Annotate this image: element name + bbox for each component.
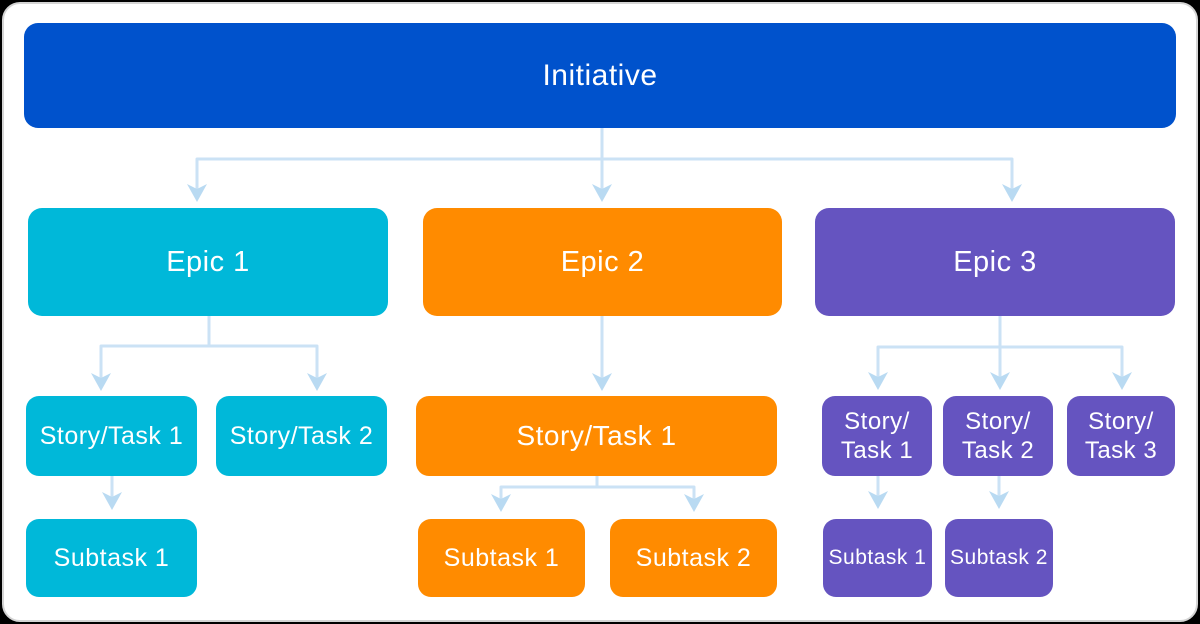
- epic2-story-task-1-node: Story/Task 1: [416, 396, 777, 476]
- epic-3-label: Epic 3: [953, 245, 1037, 278]
- epic3-story-task-3-label: Story/ Task 3: [1084, 407, 1158, 464]
- epic2-subtask-1-node: Subtask 1: [418, 519, 585, 597]
- epic-1-label: Epic 1: [166, 245, 250, 278]
- epic-3-node: Epic 3: [815, 208, 1175, 316]
- epic1-story-task-1-label: Story/Task 1: [39, 421, 184, 450]
- epic1-subtask-1-label: Subtask 1: [53, 543, 170, 572]
- epic3-subtask-2-node: Subtask 2: [945, 519, 1053, 597]
- epic1-story-task-1-node: Story/Task 1: [26, 396, 197, 476]
- epic-2-label: Epic 2: [560, 245, 645, 278]
- epic1-subtask-1-node: Subtask 1: [26, 519, 197, 597]
- initiative-label: Initiative: [542, 58, 658, 92]
- epic2-story-task-1-label: Story/Task 1: [516, 420, 677, 451]
- epic1-story-task-2-label: Story/Task 2: [229, 421, 374, 450]
- epic3-story-task-2-label: Story/ Task 2: [961, 407, 1035, 464]
- epic2-subtask-2-node: Subtask 2: [610, 519, 777, 597]
- epic3-story-task-2-node: Story/ Task 2: [943, 396, 1053, 476]
- epic3-story-task-3-node: Story/ Task 3: [1067, 396, 1175, 476]
- epic2-subtask-2-label: Subtask 2: [635, 543, 752, 572]
- epic3-subtask-1-node: Subtask 1: [823, 519, 932, 597]
- epic3-subtask-2-label: Subtask 2: [950, 546, 1048, 569]
- epic-1-node: Epic 1: [28, 208, 388, 316]
- epic-2-node: Epic 2: [423, 208, 782, 316]
- epic2-subtask-1-label: Subtask 1: [443, 543, 560, 572]
- epic3-story-task-1-label: Story/ Task 1: [840, 407, 914, 464]
- epic3-story-task-1-node: Story/ Task 1: [822, 396, 932, 476]
- epic1-story-task-2-node: Story/Task 2: [216, 396, 387, 476]
- initiative-node: Initiative: [24, 23, 1176, 128]
- epic3-subtask-1-label: Subtask 1: [828, 546, 927, 569]
